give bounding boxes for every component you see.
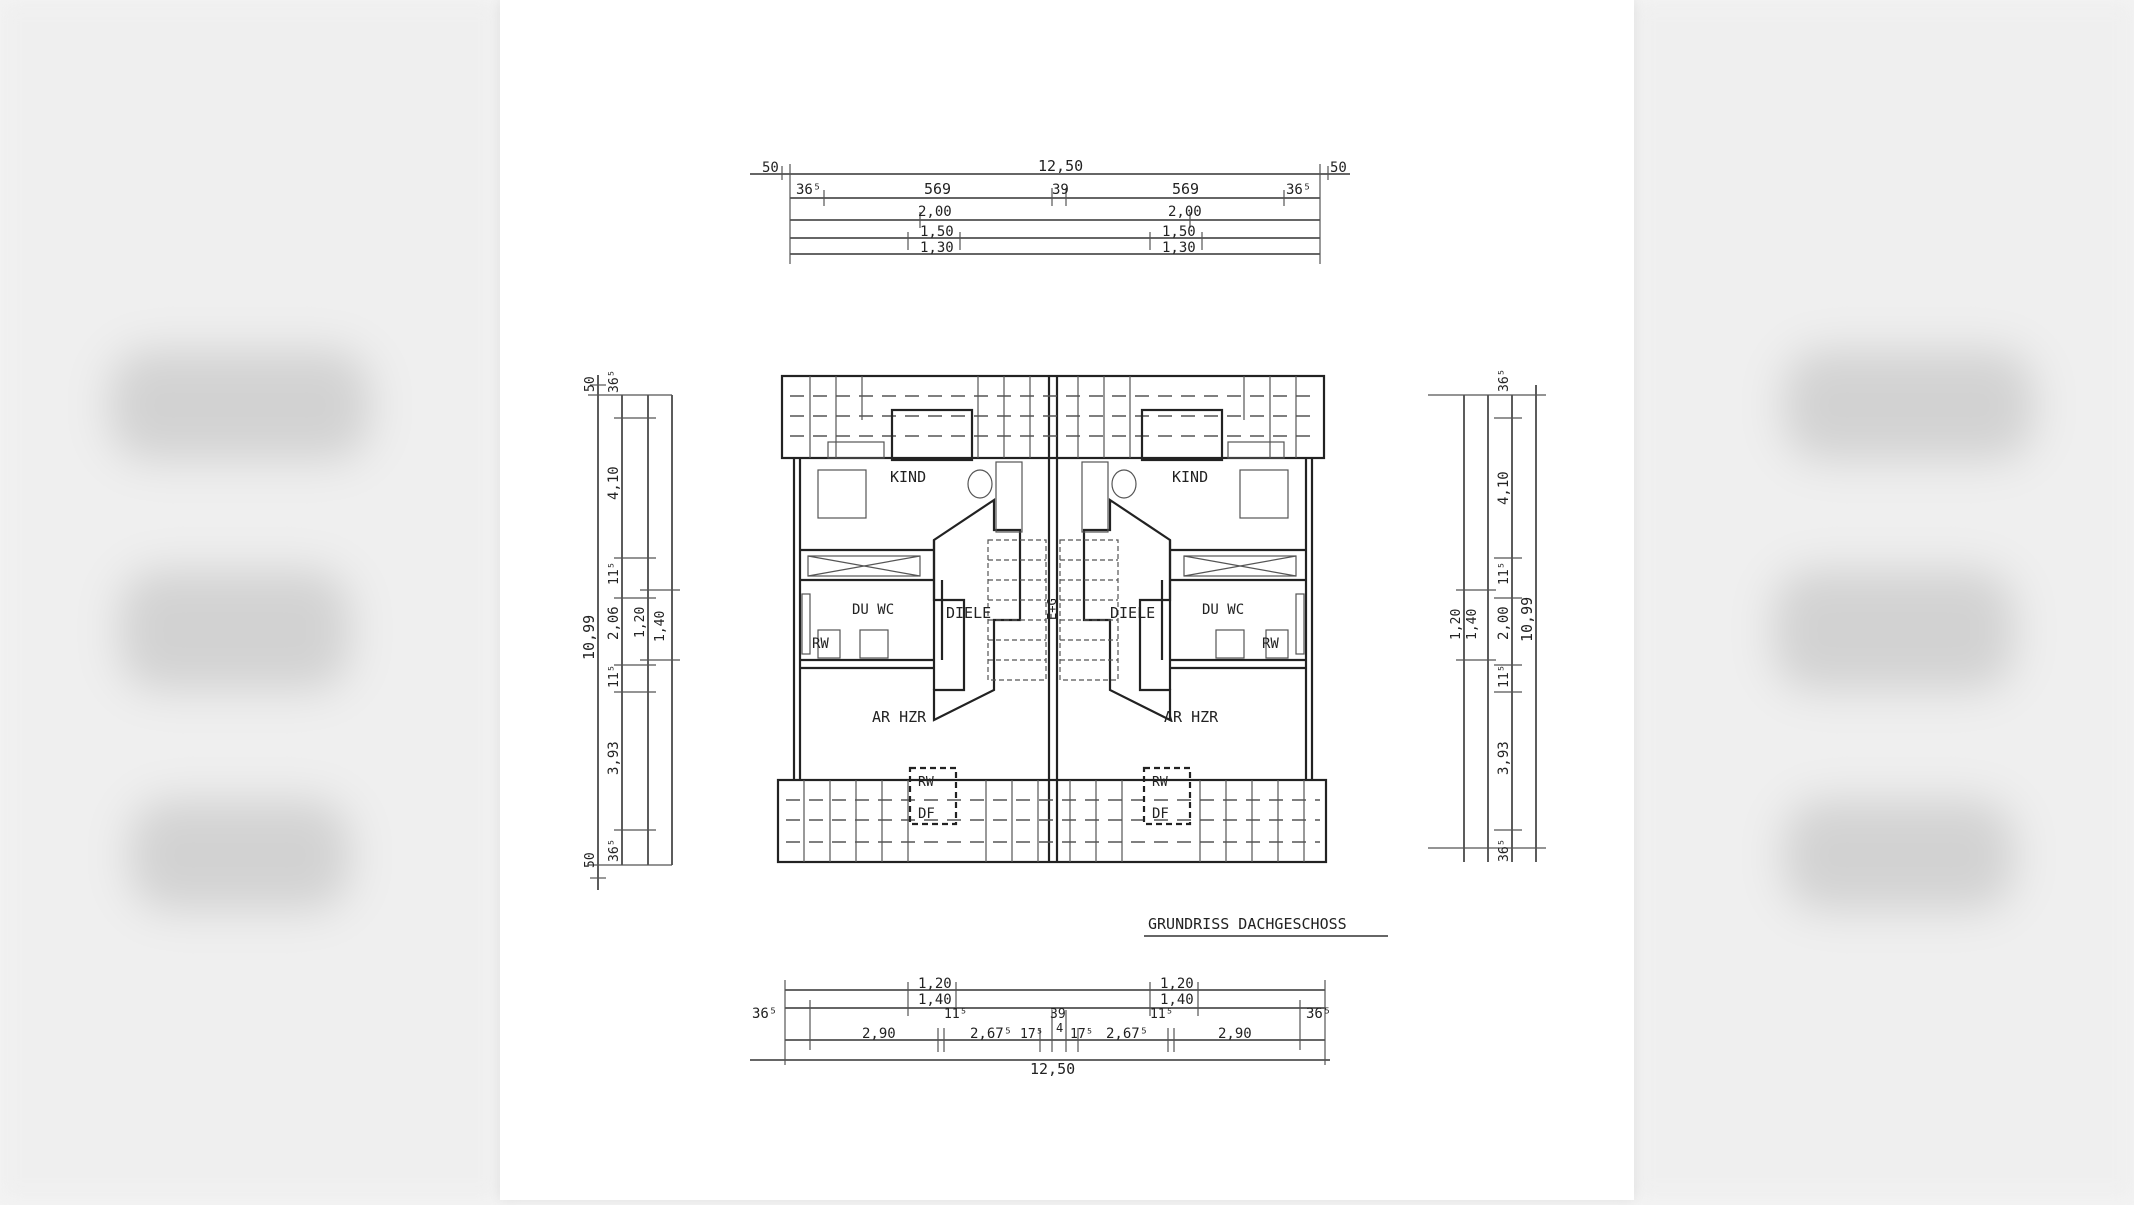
bottom-dimension-chain: 1,20 1,20 1,40 1,40 36⁵ 2,90 11⁵ 2,67⁵ 1… — [750, 976, 1331, 1078]
floor-plan-sheet: 50 12,50 50 36⁵ 569 39 569 36⁵ 2,00 2,00… — [500, 0, 1634, 1200]
dim-left-120: 1,20 — [633, 607, 648, 638]
dim-bottom-39: 39 — [1050, 1007, 1066, 1022]
room-label-ar-hzr-left: AR HZR — [872, 708, 927, 726]
dim-left-393: 3,93 — [606, 741, 622, 775]
right-dimension-chain: 36⁵ 10,99 36⁵ 4,10 11⁵ 2,00 11⁵ 3,93 1,2… — [1428, 369, 1546, 862]
dim-bottom-175-right: 17⁵ — [1070, 1027, 1093, 1042]
dim-left-206: 2,06 — [606, 606, 622, 640]
room-label-diele-left: DIELE — [946, 604, 991, 622]
dim-bottom-4: 4 — [1056, 1021, 1063, 1035]
dim-right-36-bottom: 36⁵ — [1497, 839, 1512, 862]
dim-left-50-bottom: 50 — [583, 852, 598, 868]
room-label-ar-hzr-right: AR HZR — [1164, 708, 1219, 726]
dim-top-50-right: 50 — [1330, 160, 1347, 176]
dim-bottom-290-right: 2,90 — [1218, 1026, 1252, 1042]
room-label-rw-left: RW — [812, 636, 829, 652]
dim-left-115-b: 11⁵ — [607, 665, 622, 688]
room-label-kind-right: KIND — [1172, 468, 1208, 486]
dim-top-36-right: 36⁵ — [1286, 182, 1311, 198]
dim-right-115-a: 11⁵ — [1497, 562, 1512, 585]
dim-bottom-120-left: 1,20 — [918, 976, 952, 992]
dim-right-total: 10,99 — [1518, 597, 1536, 642]
top-dimension-chain: 50 12,50 50 36⁵ 569 39 569 36⁵ 2,00 2,00… — [750, 157, 1350, 264]
dim-top-50-left: 50 — [762, 160, 779, 176]
floor-plan: KIND DU WC RW DIELE AR HZR RW DF E+G KIN… — [776, 374, 1328, 864]
roof-tiles-bottom — [786, 780, 1320, 862]
blurred-background-left — [0, 0, 500, 1200]
dim-top-total: 12,50 — [1038, 157, 1083, 175]
room-label-kind-left: KIND — [890, 468, 926, 486]
stair-mark: E+G — [1045, 598, 1059, 620]
dim-top-36-left: 36⁵ — [796, 182, 821, 198]
left-dimension-chain: 50 10,99 50 36⁵ 4,10 11⁵ 2,06 11⁵ 3,93 3… — [580, 370, 680, 890]
dim-bottom-115-left: 11⁵ — [944, 1007, 967, 1022]
dim-right-410: 4,10 — [1496, 471, 1512, 505]
dim-right-120: 1,20 — [1449, 609, 1464, 640]
roof-tiles-top — [790, 376, 1318, 458]
dim-left-36-top: 36⁵ — [607, 370, 622, 393]
drawing-title: GRUNDRISS DACHGESCHOSS — [1148, 915, 1347, 933]
dim-bottom-36-left: 36⁵ — [752, 1006, 777, 1022]
dim-bottom-120-right: 1,20 — [1160, 976, 1194, 992]
dim-bottom-140-right: 1,40 — [1160, 992, 1194, 1008]
dim-left-410: 4,10 — [606, 466, 622, 500]
stairs-right — [1059, 539, 1119, 681]
room-label-rw-right: RW — [1262, 636, 1279, 652]
blurred-background-right — [1634, 0, 2134, 1200]
dim-bottom-2675-right: 2,67⁵ — [1106, 1026, 1148, 1042]
dim-left-140: 1,40 — [653, 611, 668, 642]
dim-top-39: 39 — [1052, 182, 1069, 198]
dim-left-115-a: 11⁵ — [607, 562, 622, 585]
room-label-rw-bottom-left: RW — [918, 775, 934, 790]
dim-bottom-290-left: 2,90 — [862, 1026, 896, 1042]
dim-right-140: 1,40 — [1465, 609, 1480, 640]
stairs-left — [987, 539, 1047, 681]
dim-top-130-left: 1,30 — [920, 240, 954, 256]
dim-bottom-115-right: 11⁵ — [1150, 1007, 1173, 1022]
dim-top-200-left: 2,00 — [918, 204, 952, 220]
dim-top-200-right: 2,00 — [1168, 204, 1202, 220]
dim-left-total: 10,99 — [580, 615, 598, 660]
dim-top-130-right: 1,30 — [1162, 240, 1196, 256]
dim-right-200: 2,00 — [1496, 606, 1512, 640]
dim-right-115-b: 11⁵ — [1497, 665, 1512, 688]
dim-left-36-bottom: 36⁵ — [607, 839, 622, 862]
dim-bottom-175-left: 17⁵ — [1020, 1027, 1043, 1042]
room-label-df-left: DF — [918, 806, 935, 822]
dim-top-569-right: 569 — [1172, 180, 1199, 198]
dim-left-50-top: 50 — [583, 376, 598, 392]
dim-right-393: 3,93 — [1496, 741, 1512, 775]
dim-bottom-36-right: 36⁵ — [1306, 1006, 1331, 1022]
dim-bottom-total: 12,50 — [1030, 1060, 1075, 1078]
dim-bottom-140-left: 1,40 — [918, 992, 952, 1008]
room-label-du-wc-left: DU WC — [852, 602, 894, 618]
dim-bottom-2675-left: 2,67⁵ — [970, 1026, 1012, 1042]
room-label-df-right: DF — [1152, 806, 1169, 822]
floor-plan-drawing: 50 12,50 50 36⁵ 569 39 569 36⁵ 2,00 2,00… — [580, 157, 1546, 1078]
room-label-rw-bottom-right: RW — [1152, 775, 1168, 790]
dim-right-36-top: 36⁵ — [1497, 369, 1512, 392]
dim-top-569-left: 569 — [924, 180, 951, 198]
room-label-du-wc-right: DU WC — [1202, 602, 1244, 618]
room-label-diele-right: DIELE — [1110, 604, 1155, 622]
dim-top-150-left: 1,50 — [920, 224, 954, 240]
dim-top-150-right: 1,50 — [1162, 224, 1196, 240]
